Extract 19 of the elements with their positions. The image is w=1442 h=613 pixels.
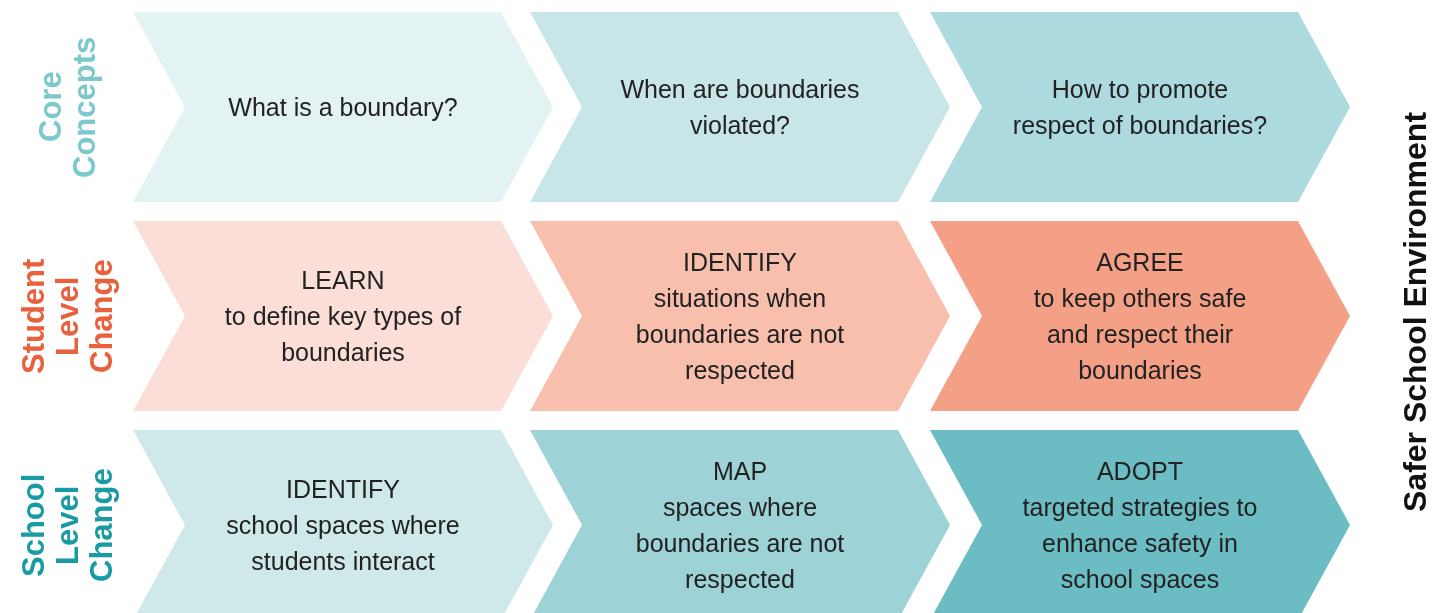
step-text: spaces where boundaries are not respected — [634, 492, 846, 595]
step-heading: AGREE — [1096, 247, 1184, 278]
step-text: What is a boundary? — [228, 92, 458, 123]
step-text: situations when boundaries are not respected — [634, 283, 846, 386]
step-heading: IDENTIFY — [683, 247, 797, 278]
step-text: school spaces where students interact — [225, 510, 461, 577]
row-label: School Level Change — [14, 467, 120, 584]
step-text: When are boundaries violated? — [619, 74, 861, 141]
row-label: Student Level Change — [14, 257, 120, 376]
step-heading: LEARN — [301, 265, 385, 296]
step-text: to keep others safe and respect their boundaries — [1032, 283, 1248, 386]
step-heading: MAP — [712, 456, 768, 487]
step-text: targeted strategies to enhance safety in school spaces — [1021, 492, 1259, 595]
row-label: Core Concepts — [31, 35, 103, 180]
side-title: Safer School Environment — [1396, 110, 1434, 515]
step-text: to define key types of boundaries — [223, 301, 463, 368]
step-heading: ADOPT — [1096, 456, 1184, 487]
step-heading: IDENTIFY — [286, 474, 400, 505]
step-text: How to promote respect of boundaries? — [1011, 74, 1269, 141]
